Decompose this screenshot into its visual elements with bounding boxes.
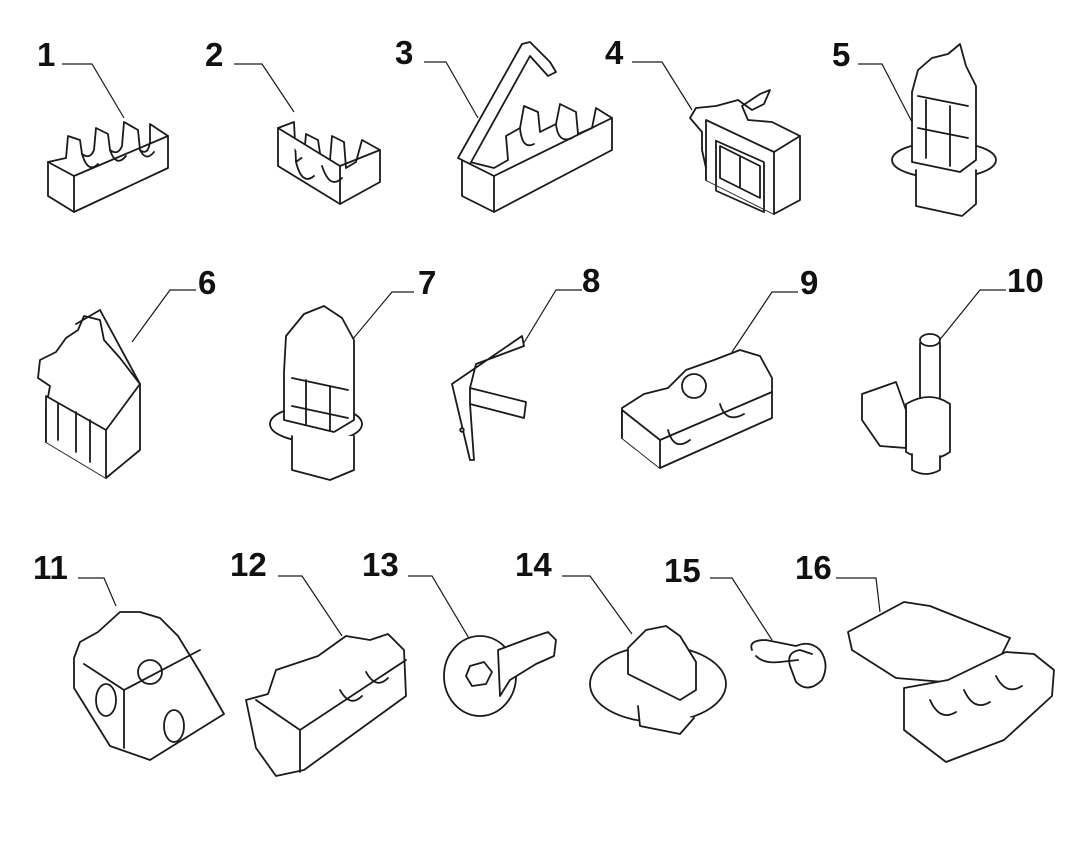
part-12-drawing	[245, 633, 407, 777]
part-9-drawing	[621, 349, 773, 469]
part-4-drawing	[689, 89, 801, 215]
callout-15: 15	[664, 552, 701, 589]
leader-lines	[62, 61, 1006, 641]
part-15-drawing	[750, 639, 827, 689]
part-3-drawing	[457, 41, 613, 213]
callout-4: 4	[605, 34, 624, 71]
callout-9: 9	[800, 264, 819, 301]
callout-6: 6	[198, 264, 217, 301]
part-10-drawing	[861, 333, 951, 475]
callout-1: 1	[37, 36, 56, 73]
callout-13: 13	[362, 546, 399, 583]
callout-7: 7	[418, 264, 437, 301]
part-14-drawing	[589, 625, 727, 735]
part-8-drawing	[451, 335, 527, 461]
callout-2: 2	[205, 36, 224, 73]
callout-12: 12	[230, 546, 267, 583]
part-5-drawing	[891, 43, 997, 217]
callout-14: 14	[515, 546, 552, 583]
part-16-drawing	[847, 601, 1055, 763]
part-2-drawing	[277, 121, 381, 205]
part-7-drawing	[269, 305, 363, 481]
part-1-drawing	[47, 121, 169, 213]
callout-5: 5	[832, 36, 851, 73]
callout-16: 16	[795, 549, 832, 586]
callout-8: 8	[582, 262, 601, 299]
part-13-drawing	[443, 631, 557, 717]
part-11-drawing	[73, 611, 225, 761]
callout-3: 3	[395, 34, 414, 71]
callout-11: 11	[33, 549, 68, 586]
part-6-drawing	[37, 309, 141, 479]
callout-10: 10	[1007, 262, 1044, 299]
